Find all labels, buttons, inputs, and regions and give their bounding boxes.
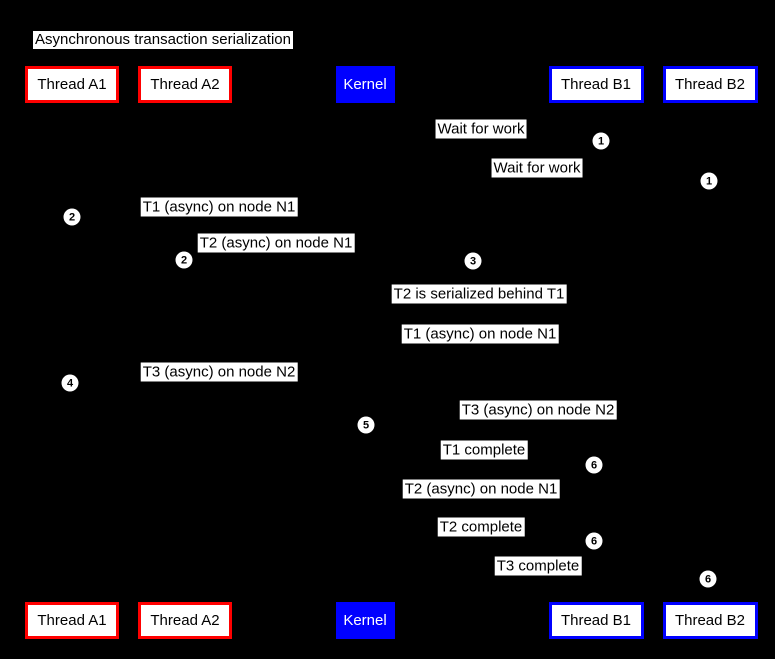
message-label: T2 is serialized behind T1	[391, 284, 567, 304]
actor-thread-a2-bottom: Thread A2	[138, 602, 232, 639]
sequence-number-badge: 3	[464, 252, 482, 270]
sequence-number-badge: 6	[585, 456, 603, 474]
lifeline-thread-a2	[184, 103, 186, 602]
actor-thread-b2-top: Thread B2	[662, 66, 758, 103]
sequence-number-badge: 6	[585, 532, 603, 550]
sequence-number-badge: 1	[700, 172, 718, 190]
lifeline-kernel	[364, 103, 366, 602]
message-label: Wait for work	[491, 158, 583, 178]
message-label: T2 complete	[437, 517, 525, 537]
lifeline-thread-b2	[709, 103, 711, 602]
sequence-number-badge: 2	[175, 251, 193, 269]
actor-thread-a1-top: Thread A1	[25, 66, 119, 103]
message-label: Wait for work	[435, 119, 527, 139]
actor-thread-b2-bottom: Thread B2	[662, 602, 758, 639]
lifeline-thread-a1	[71, 103, 73, 602]
message-label: T2 (async) on node N1	[197, 233, 355, 253]
sequence-number-badge: 2	[63, 208, 81, 226]
actor-thread-a1-bottom: Thread A1	[25, 602, 119, 639]
lifeline-thread-b1	[595, 103, 597, 602]
actor-kernel-top: Kernel	[335, 66, 395, 103]
sequence-number-badge: 4	[61, 374, 79, 392]
sequence-number-badge: 1	[592, 132, 610, 150]
actor-thread-b1-top: Thread B1	[548, 66, 644, 103]
message-label: T1 (async) on node N1	[401, 324, 559, 344]
message-label: T2 (async) on node N1	[402, 479, 560, 499]
message-label: T3 (async) on node N2	[140, 362, 298, 382]
diagram-title: Asynchronous transaction serialization	[33, 31, 293, 49]
actor-kernel-bottom: Kernel	[335, 602, 395, 639]
message-label: T1 (async) on node N1	[140, 197, 298, 217]
actor-thread-b1-bottom: Thread B1	[548, 602, 644, 639]
message-label: T3 (async) on node N2	[459, 400, 617, 420]
sequence-number-badge: 6	[699, 570, 717, 588]
actor-thread-a2-top: Thread A2	[138, 66, 232, 103]
sequence-number-badge: 5	[357, 416, 375, 434]
message-label: T3 complete	[494, 556, 582, 576]
message-label: T1 complete	[440, 440, 528, 460]
